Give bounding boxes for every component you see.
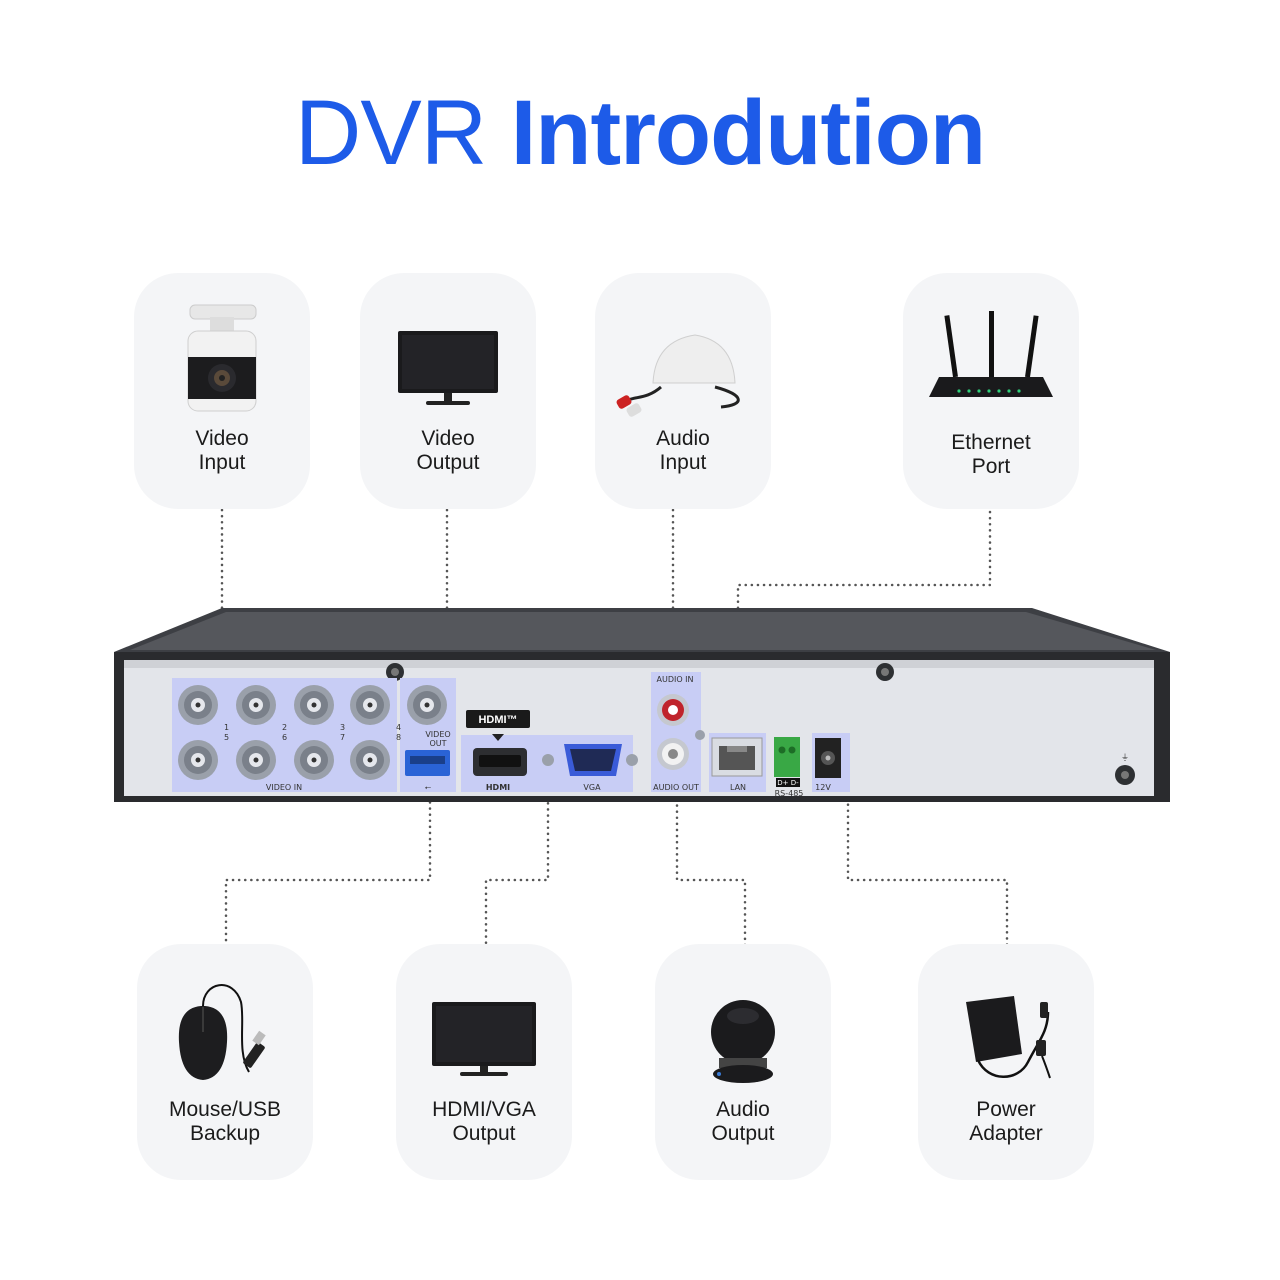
card-label: HDMI/VGA Output: [396, 1098, 572, 1146]
audio-out-label: AUDIO OUT: [653, 783, 699, 792]
video-in-label: VIDEO IN: [266, 783, 302, 792]
card-label: Video Input: [134, 427, 310, 475]
channel-number: 8: [396, 733, 401, 742]
video-out-label-2: OUT: [429, 739, 446, 748]
card-label: Ethernet Port: [903, 431, 1079, 479]
card-label: Power Adapter: [918, 1098, 1094, 1146]
monitor-icon: [398, 331, 498, 405]
label-line-1: HDMI/VGA: [432, 1098, 536, 1121]
channel-number: 6: [282, 733, 287, 742]
rs485-pins: D+ D-: [777, 779, 799, 787]
card-mouse-usb: Mouse/USB Backup: [137, 944, 313, 1180]
label-line-1: Video: [421, 427, 475, 450]
channel-number: 1: [224, 723, 229, 732]
vga-label: VGA: [583, 783, 601, 792]
channel-number: 5: [224, 733, 229, 742]
power-label: 12V: [815, 783, 831, 792]
title-light: DVR: [294, 82, 487, 184]
label-line-2: Output: [711, 1122, 775, 1145]
line-hdmi-vga: [484, 783, 550, 947]
video-in-connectors: 15 26 37 48: [178, 685, 401, 780]
microphone-icon: [616, 334, 740, 417]
channel-number: 2: [282, 723, 287, 732]
rs485-label: RS-485: [775, 789, 804, 798]
label-line-1: Audio: [656, 427, 710, 450]
mouse-icon: [178, 984, 266, 1080]
title-bold: Introdution: [510, 82, 986, 184]
label-line-2: Output: [452, 1122, 516, 1145]
bullet-camera-icon: [187, 304, 257, 412]
card-label: Audio Input: [595, 427, 771, 475]
router-icon: [929, 311, 1053, 397]
channel-number: 4: [396, 723, 401, 732]
hdmi-logo: HDMI™: [478, 714, 517, 726]
card-audio-input: Audio Input: [595, 273, 771, 509]
card-video-output: Video Output: [360, 273, 536, 509]
card-label: Mouse/USB Backup: [137, 1098, 313, 1146]
card-label: Video Output: [360, 427, 536, 475]
line-power: [846, 766, 1009, 947]
page-title: DVR Introdution: [0, 78, 1280, 188]
card-ethernet-port: Ethernet Port: [903, 273, 1079, 509]
hdmi-label: HDMI: [486, 783, 510, 792]
svg-text:⏚: ⏚: [1121, 753, 1129, 762]
svg-text:⭠: ⭠: [425, 783, 432, 792]
card-label: Audio Output: [655, 1098, 831, 1146]
monitor-icon: [432, 1002, 536, 1076]
label-line-1: Audio: [716, 1098, 770, 1121]
speaker-icon: [711, 1000, 775, 1083]
lan-label: LAN: [730, 783, 746, 792]
audio-in-label: AUDIO IN: [656, 675, 693, 684]
label-line-2: Port: [971, 455, 1011, 478]
label-line-1: Ethernet: [951, 431, 1031, 454]
card-audio-output: Audio Output: [655, 944, 831, 1180]
label-line-2: Input: [198, 451, 246, 474]
label-line-2: Adapter: [969, 1122, 1043, 1145]
card-hdmi-vga-output: HDMI/VGA Output: [396, 944, 572, 1180]
channel-number: 7: [340, 733, 345, 742]
line-ethernet: [736, 510, 992, 747]
label-line-2: Backup: [189, 1122, 261, 1145]
video-out-label-1: VIDEO: [425, 730, 450, 739]
card-video-input: Video Input: [134, 273, 310, 509]
label-line-1: Video: [195, 427, 249, 450]
channel-number: 3: [340, 723, 345, 732]
power-adapter-icon: [966, 996, 1051, 1079]
label-line-2: Output: [416, 451, 480, 474]
label-line-1: Power: [976, 1098, 1036, 1121]
label-line-2: Input: [659, 451, 707, 474]
card-power-adapter: Power Adapter: [918, 944, 1094, 1180]
label-line-1: Mouse/USB: [168, 1098, 282, 1121]
